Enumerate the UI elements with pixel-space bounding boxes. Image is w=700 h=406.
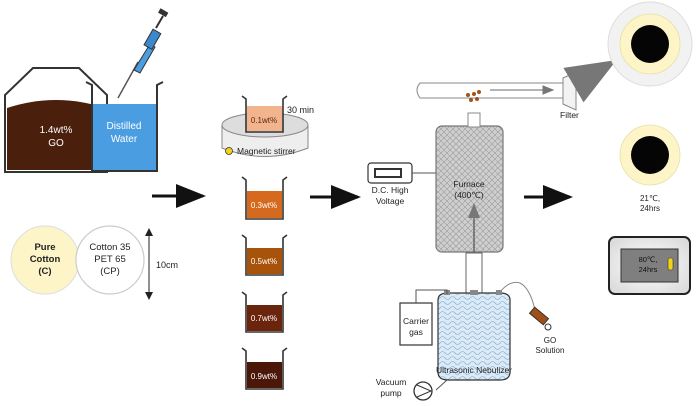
filter-output-arrow (563, 59, 617, 103)
blend-label-3: (CP) (100, 266, 120, 277)
tube-reactor: Filter (416, 59, 617, 128)
nebulizer-label: Ultrasonic Nebulizer (436, 365, 512, 375)
carrier-gas-tank: Carrier gas (399, 289, 448, 346)
stirrer-knob-icon (225, 147, 233, 155)
filter-icon (562, 71, 577, 111)
furnace-label-1: Furnace (453, 179, 484, 189)
oven-label-2: 24hrs (639, 265, 658, 274)
beaker-4-label: 0.7wt% (251, 314, 277, 323)
dry-room-label-1: 21℃, (640, 194, 660, 203)
carrier-label-2: gas (409, 327, 423, 337)
beaker-1: 0.1wt% (241, 95, 288, 133)
go-liquid (7, 100, 105, 170)
beaker-5-label: 0.9wt% (251, 372, 277, 381)
go-beaker-label-2: GO (48, 138, 64, 149)
pipette-icon (117, 8, 169, 99)
water-beaker-label-1: Distilled (106, 121, 141, 132)
beaker-5: 0.9wt% (241, 347, 288, 390)
beaker-2: 0.3wt% (241, 176, 288, 220)
pure-cotton-sample: Pure Cotton (C) (10, 225, 80, 295)
blend-label-1: Cotton 35 (89, 242, 130, 253)
magnetic-stirrer: Magnetic stirrer (221, 112, 309, 157)
drying-oven: 80℃, 24hrs (608, 236, 691, 295)
stir-time-label: 30 min (287, 105, 314, 115)
beaker-2-liquid (247, 191, 282, 218)
vacuum-label-1: Vacuum (376, 377, 407, 387)
coated-sample: 21℃, 24hrs (619, 124, 681, 213)
furnace: Furnace (400℃) (435, 125, 504, 300)
go-solution-label-1: GO (544, 336, 556, 345)
size-label: 10cm (156, 260, 178, 270)
cotton-pet-sample: Cotton 35 PET 65 (CP) (75, 225, 145, 295)
size-indicator: 10cm (145, 228, 178, 300)
pure-cotton-label-1: Pure (34, 242, 55, 253)
pure-cotton-label-3: (C) (38, 266, 51, 277)
go-beaker-label-1: 1.4wt% (40, 125, 73, 136)
water-liquid (93, 104, 156, 170)
beaker-4-liquid (247, 305, 282, 331)
voltage-label-1: D.C. High (372, 185, 409, 195)
beaker-3: 0.5wt% (241, 234, 288, 276)
beaker-4: 0.7wt% (241, 291, 288, 333)
filtered-sample (607, 1, 693, 87)
filter-label: Filter (560, 110, 579, 120)
beaker-1-label: 0.1wt% (251, 116, 277, 125)
water-beaker: Distilled Water (85, 81, 164, 172)
water-beaker-label-2: Water (111, 134, 138, 145)
beaker-3-label: 0.5wt% (251, 257, 277, 266)
voltage-label-2: Voltage (376, 196, 405, 206)
oven-label-1: 80℃, (639, 255, 658, 264)
stirrer-label: Magnetic stirrer (237, 146, 296, 156)
furnace-label-2: (400℃) (454, 190, 484, 200)
vacuum-pump: Vacuum pump (376, 377, 448, 401)
vacuum-label-2: pump (380, 388, 402, 398)
beaker-1-liquid (247, 106, 282, 131)
beaker-5-liquid (247, 362, 282, 388)
carrier-label-1: Carrier (403, 316, 429, 326)
blend-label-2: PET 65 (94, 254, 126, 265)
go-solution-label-2: Solution (536, 346, 565, 355)
oven-indicator-icon (667, 257, 674, 271)
pure-cotton-label-2: Cotton (30, 254, 61, 265)
nebulizer: Ultrasonic Nebulizer (436, 252, 512, 381)
beaker-2-label: 0.3wt% (251, 201, 277, 210)
go-syringe: GO Solution (499, 281, 565, 355)
beaker-3-liquid (247, 248, 282, 274)
dry-room-label-2: 24hrs (640, 204, 660, 213)
